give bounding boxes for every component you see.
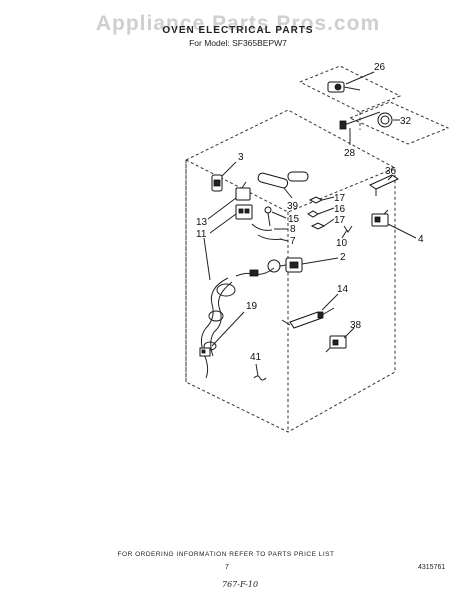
oven-cabinet-outline <box>185 109 396 433</box>
leader-36 <box>387 175 393 181</box>
leader-10 <box>341 229 348 239</box>
diagram-title: OVEN ELECTRICAL PARTS <box>162 25 313 36</box>
callout-11: 11 <box>196 229 207 240</box>
part-2-thermostat <box>267 257 303 273</box>
callout-15: 15 <box>288 214 300 225</box>
leader-17a <box>321 196 335 201</box>
part-14-sensor-rod <box>281 307 335 329</box>
callout-14: 14 <box>337 284 349 295</box>
leader-3 <box>221 161 237 177</box>
part-13-relay <box>235 181 251 201</box>
part-4-switch <box>371 209 389 227</box>
leader-17b <box>323 218 335 227</box>
callout-2: 2 <box>340 252 346 263</box>
part-15-connector <box>264 206 272 227</box>
callout-17a: 17 <box>334 193 346 204</box>
leader-38 <box>343 327 355 339</box>
part-7-wire <box>257 234 283 240</box>
leader-11 <box>209 213 237 234</box>
callout-26: 26 <box>374 62 386 73</box>
callout-17b: 17 <box>334 215 346 226</box>
upper-panel-outline <box>299 65 450 145</box>
part-10-clip <box>343 225 353 233</box>
leader-14 <box>321 293 339 311</box>
page-number: 7 <box>225 564 229 571</box>
part-17-16-terminals <box>307 196 326 230</box>
callout-28: 28 <box>344 148 356 159</box>
callout-38: 38 <box>350 320 362 331</box>
callout-8: 8 <box>290 224 296 235</box>
watermark: Appliance Parts Pros.com <box>96 12 380 35</box>
leader-13 <box>207 197 237 220</box>
callout-3: 3 <box>238 152 244 163</box>
part-11-block <box>235 204 253 220</box>
leader-4 <box>387 223 417 239</box>
part-28-probe <box>339 111 393 130</box>
leader-7 <box>279 238 289 242</box>
part-39-element <box>257 171 309 189</box>
part-19-plug <box>199 347 211 357</box>
leader-16 <box>317 207 335 215</box>
part-26-sensor <box>327 81 361 93</box>
callout-7: 7 <box>290 236 296 247</box>
callout-41: 41 <box>250 352 262 363</box>
callout-10: 10 <box>336 238 348 249</box>
leader-41 <box>255 363 259 377</box>
part-38-terminal-block <box>325 335 347 353</box>
part-36-bracket <box>368 174 400 196</box>
leader-19 <box>211 311 245 347</box>
part-8-wire <box>251 223 273 231</box>
callout-4: 4 <box>418 234 424 245</box>
wiring-harness <box>200 237 275 379</box>
ordering-note: FOR ORDERING INFORMATION REFER TO PARTS … <box>118 551 335 558</box>
callout-36: 36 <box>385 166 397 177</box>
leader-15 <box>271 211 287 219</box>
document-number: 4315761 <box>418 564 445 571</box>
callout-32: 32 <box>400 116 412 127</box>
callout-16: 16 <box>334 204 346 215</box>
callout-13: 13 <box>196 217 208 228</box>
model-label: For Model: SF365BEPW7 <box>189 38 287 48</box>
callout-39: 39 <box>287 201 299 212</box>
part-41-clip <box>253 375 267 381</box>
leader-39 <box>283 187 293 199</box>
part-3-switch <box>211 174 223 192</box>
leader-2 <box>301 257 339 265</box>
leader-26 <box>345 71 375 85</box>
callout-19: 19 <box>246 301 258 312</box>
handwritten-note: 767-F-10 <box>222 580 258 589</box>
